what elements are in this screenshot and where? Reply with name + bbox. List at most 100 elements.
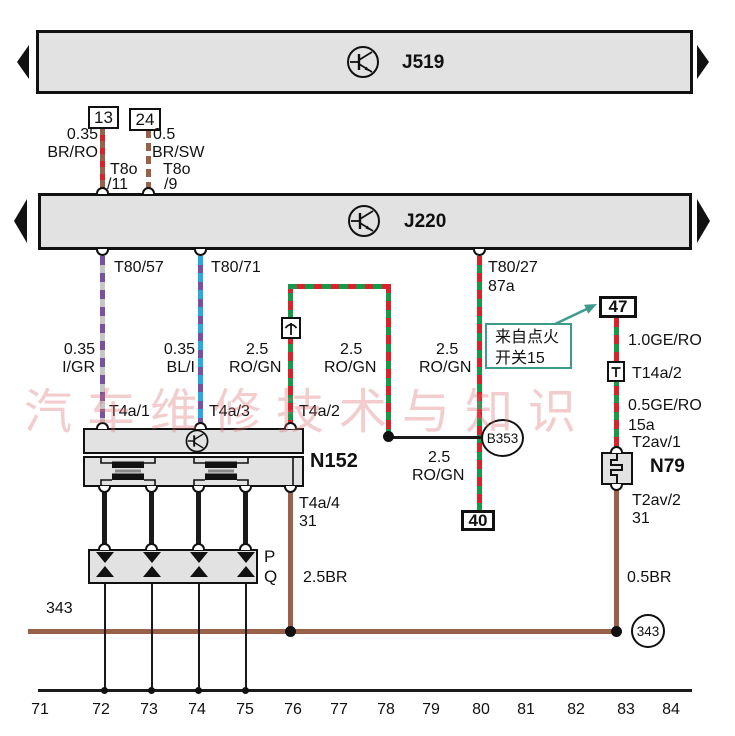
connector-label: T8o bbox=[110, 161, 138, 178]
terminal-bump bbox=[473, 249, 486, 256]
ignition-coil-windings bbox=[100, 458, 294, 485]
terminal-bump bbox=[610, 446, 623, 453]
track-number: 74 bbox=[188, 701, 206, 718]
fuse-pin-24: 24 bbox=[129, 108, 161, 131]
wire-size-label: 0.5 bbox=[153, 126, 176, 143]
connector-pin-label: /9 bbox=[164, 176, 178, 193]
pin-label-t2av2: T2av/2 bbox=[632, 492, 681, 509]
rail-dot bbox=[242, 687, 249, 694]
terminal-87a-label: 87a bbox=[488, 278, 515, 295]
ground-31-label: 31 bbox=[632, 510, 650, 527]
wire-color-label: BR/RO bbox=[47, 144, 98, 161]
spark-wire-4 bbox=[245, 584, 247, 690]
track-number: 83 bbox=[617, 701, 635, 718]
track-number: 77 bbox=[330, 701, 348, 718]
pin-label-t80-71: T80/71 bbox=[211, 259, 261, 276]
connector-label: T8o bbox=[163, 161, 191, 178]
module-label-j519: J519 bbox=[402, 52, 445, 73]
terminal-bump bbox=[145, 543, 158, 550]
wire-bl-i bbox=[198, 256, 203, 428]
callout-arrow bbox=[552, 304, 597, 327]
terminal-bump bbox=[192, 543, 205, 550]
terminal-bump bbox=[194, 422, 207, 429]
spark-wire-3 bbox=[198, 584, 200, 690]
wire-label-2-5br: 2.5BR bbox=[303, 569, 348, 586]
terminal-bump bbox=[96, 249, 109, 256]
ground-node-343: 343 bbox=[631, 614, 665, 648]
wire-color-label: RO/GN bbox=[229, 359, 282, 376]
pin-label-t4a4: T4a/4 bbox=[299, 495, 340, 512]
track-number: 72 bbox=[92, 701, 110, 718]
track-number: 82 bbox=[567, 701, 585, 718]
terminal-bump bbox=[284, 486, 297, 493]
rail-dot bbox=[195, 687, 202, 694]
spark-gap-icon bbox=[237, 566, 255, 577]
spark-gap-icon bbox=[96, 552, 114, 563]
module-label-n79: N79 bbox=[650, 456, 685, 477]
ignition-lead-2 bbox=[149, 487, 154, 549]
wire-br-sw bbox=[146, 130, 151, 194]
track-number: 76 bbox=[284, 701, 302, 718]
callout-line1: 来自点火 bbox=[495, 329, 560, 346]
pin-label-t4a2: T4a/2 bbox=[299, 403, 340, 420]
wire-size-label: 2.5 bbox=[246, 341, 269, 358]
terminal-bump bbox=[98, 486, 111, 493]
wire-size-label: 2.5 bbox=[436, 341, 459, 358]
control-unit-icon-j519 bbox=[347, 46, 379, 78]
ignition-lead-4 bbox=[243, 487, 248, 549]
terminal-bump bbox=[145, 486, 158, 493]
spark-row-q-label: Q bbox=[264, 567, 278, 586]
circuit-15a-label: 15a bbox=[628, 417, 655, 434]
continuation-arrow-left-j220 bbox=[14, 199, 27, 243]
wire-i-gr bbox=[100, 256, 105, 428]
pin-label-t4a3: T4a/3 bbox=[209, 403, 250, 420]
terminal-bump bbox=[96, 422, 109, 429]
rail-dot bbox=[101, 687, 108, 694]
wire-br-ro bbox=[100, 128, 105, 194]
wire-color-label: BR/SW bbox=[152, 144, 205, 161]
ground-bus-343 bbox=[28, 629, 620, 634]
wire-size-label: 0.35 bbox=[163, 341, 195, 358]
track-number: 73 bbox=[140, 701, 158, 718]
connector-pin-label: /11 bbox=[107, 176, 129, 193]
terminal-bump bbox=[96, 187, 109, 194]
ignition-lead-1 bbox=[102, 487, 107, 549]
terminal-bump bbox=[98, 543, 111, 550]
terminal-bump bbox=[142, 187, 155, 194]
spark-gap-icon bbox=[96, 566, 114, 577]
spark-plug-block bbox=[88, 549, 258, 584]
continuation-arrow-right-j519 bbox=[697, 45, 709, 79]
continuation-arrow-right-j220 bbox=[697, 199, 710, 243]
wire-color-label: I/GR bbox=[62, 359, 95, 376]
wire-size-label: 0.35 bbox=[63, 341, 95, 358]
track-number: 81 bbox=[517, 701, 535, 718]
pin-label-t4a1: T4a/1 bbox=[109, 403, 150, 420]
pin-label-t80-27: T80/27 bbox=[488, 259, 538, 276]
wire-color-label: BL/I bbox=[166, 359, 195, 376]
module-label-n152: N152 bbox=[310, 450, 358, 472]
spark-wire-2 bbox=[151, 584, 153, 690]
wire-continuation-symbol bbox=[281, 317, 301, 339]
wire-0-5br bbox=[614, 485, 619, 632]
bottom-rail bbox=[38, 689, 692, 692]
terminal-bump bbox=[239, 486, 252, 493]
track-number: 84 bbox=[662, 701, 680, 718]
rail-dot bbox=[148, 687, 155, 694]
track-number: 71 bbox=[31, 701, 49, 718]
track-number: 80 bbox=[472, 701, 490, 718]
spark-gap-icon bbox=[237, 552, 255, 563]
wire-ro-gn-t4a2-vertical bbox=[288, 284, 293, 428]
heating-resistor-icon bbox=[610, 454, 623, 483]
ignition-switch-callout: 来自点火 开关15 bbox=[485, 323, 572, 369]
module-box-j519 bbox=[36, 30, 693, 94]
junction-dot bbox=[383, 431, 394, 442]
spark-gap-icon bbox=[143, 566, 161, 577]
wire-label-0-5gero: 0.5GE/RO bbox=[628, 397, 702, 414]
spark-row-p-label: P bbox=[264, 547, 276, 566]
wire-size-label: 2.5 bbox=[428, 449, 451, 466]
pin-label-t2av1: T2av/1 bbox=[632, 434, 681, 451]
spark-gap-icon bbox=[190, 552, 208, 563]
track-number: 75 bbox=[236, 701, 254, 718]
track-number: 79 bbox=[422, 701, 440, 718]
